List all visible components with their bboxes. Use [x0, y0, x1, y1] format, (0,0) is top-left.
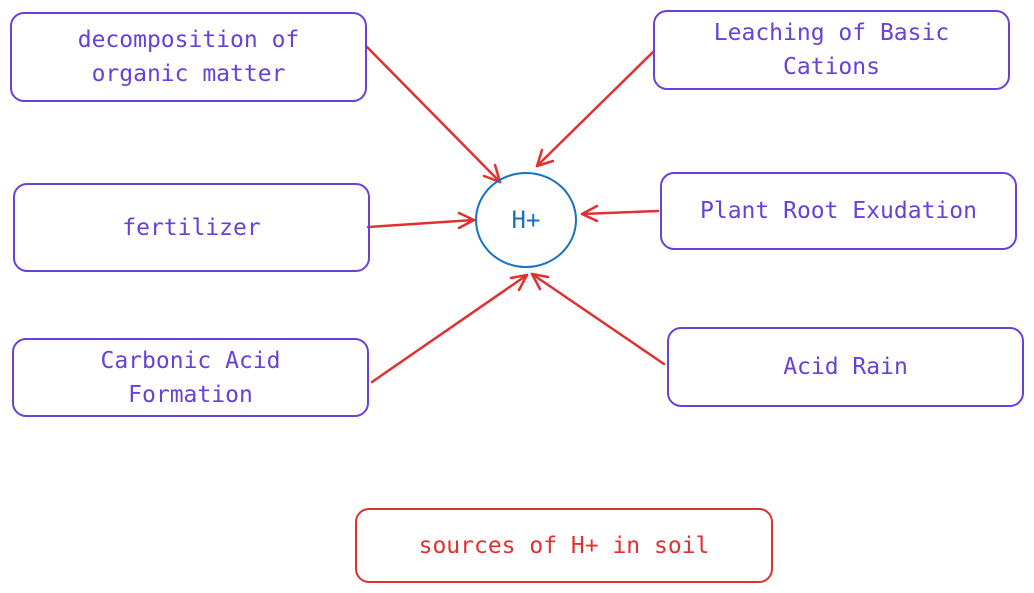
diagram-caption-box: sources of H+ in soil — [355, 508, 773, 583]
arrow-decomposition — [365, 45, 502, 184]
arrow-leaching — [535, 50, 655, 168]
source-fertilizer-label: fertilizer — [122, 214, 261, 241]
source-decomposition-box: decomposition of organic matter — [10, 12, 367, 102]
arrow-carbonic-acid — [370, 273, 529, 384]
source-acid-rain-label: Acid Rain — [783, 354, 908, 380]
source-leaching-box: Leaching of Basic Cations — [653, 10, 1010, 90]
source-leaching-label: Leaching of Basic Cations — [713, 20, 950, 80]
arrow-acid-rain — [530, 272, 666, 366]
source-root-exudation-label: Plant Root Exudation — [700, 198, 977, 224]
source-acid-rain-box: Acid Rain — [667, 327, 1024, 407]
hydrogen-ion-label: H+ — [511, 206, 541, 234]
source-carbonic-acid-box: Carbonic Acid Formation — [12, 338, 369, 417]
arrow-root-exudation — [580, 204, 660, 223]
arrow-fertilizer — [366, 211, 476, 230]
diagram-caption: sources of H+ in soil — [418, 532, 710, 559]
source-decomposition-label: decomposition of organic matter — [77, 27, 300, 87]
source-fertilizer-box: fertilizer — [13, 183, 370, 272]
source-carbonic-acid-label: Carbonic Acid Formation — [100, 347, 281, 408]
hydrogen-ion-node: H+ — [475, 172, 577, 268]
source-root-exudation-box: Plant Root Exudation — [660, 172, 1017, 250]
